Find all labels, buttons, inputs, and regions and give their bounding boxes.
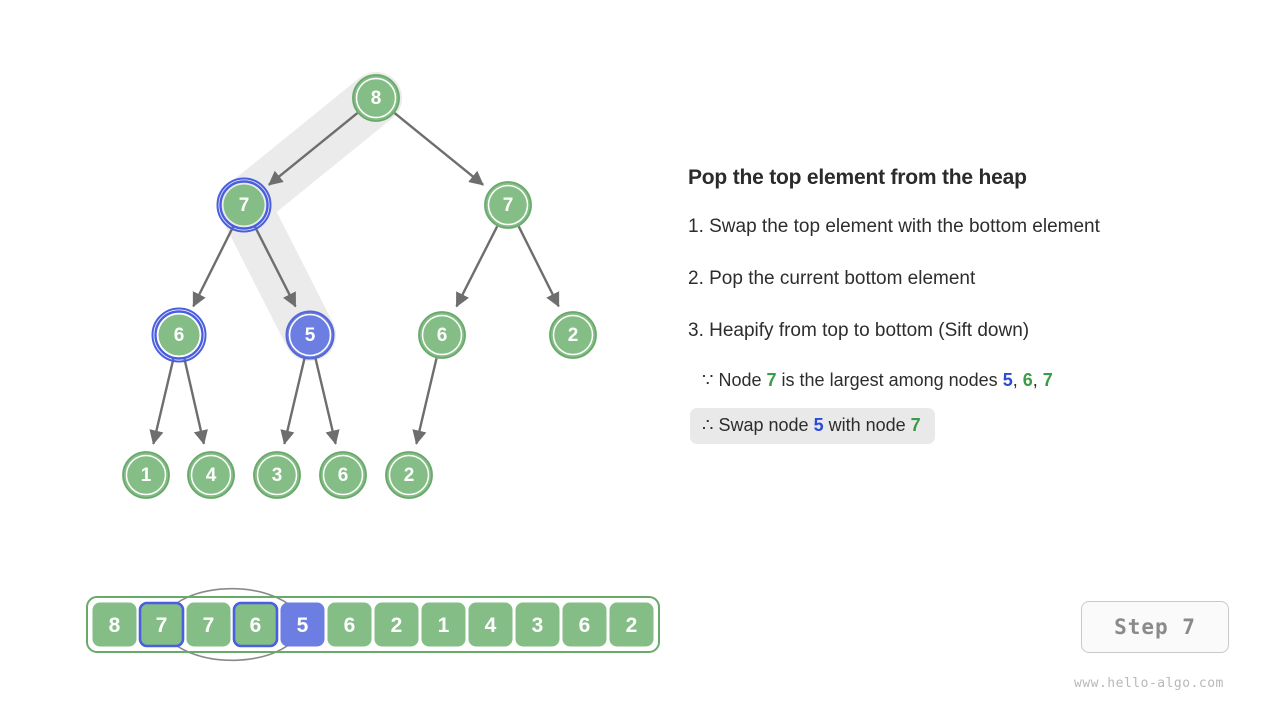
tree-edge (149, 358, 175, 445)
because-node-value: 7 (766, 370, 777, 390)
tree-edge (517, 225, 560, 308)
description-pane: Pop the top element from the heap 1. Swa… (688, 0, 1248, 720)
array-cell: 7 (138, 601, 185, 648)
array-cell: 5 (280, 602, 325, 647)
array-cell: 6 (562, 602, 607, 647)
tree-node: 2 (385, 451, 433, 499)
tree-node: 5 (285, 310, 335, 360)
page-title: Pop the top element from the heap (688, 166, 1027, 189)
tree-node: 6 (418, 311, 466, 359)
array-cell: 4 (468, 602, 513, 647)
tree-edge (183, 358, 208, 445)
tree-edge (253, 225, 297, 308)
tree-node: 7 (216, 177, 272, 233)
tree-edge (280, 358, 306, 445)
therefore-to-value: 7 (910, 415, 921, 435)
instruction-step-1: 1. Swap the top element with the bottom … (688, 216, 1100, 237)
tree-node: 8 (352, 74, 400, 122)
instruction-step-3: 3. Heapify from top to bottom (Sift down… (688, 320, 1030, 341)
tree-edge (268, 112, 359, 186)
tree-edge (393, 112, 484, 186)
tree-node: 7 (484, 181, 532, 229)
comma-1: , (1012, 370, 1018, 390)
array-cell: 1 (421, 602, 466, 647)
array-cell: 2 (609, 602, 654, 647)
reason-because: ∵ Node 7 is the largest among nodes 5, 6… (702, 370, 1053, 391)
tree-node: 6 (151, 307, 207, 363)
tree-node: 6 (319, 451, 367, 499)
therefore-middle: with node (828, 415, 906, 435)
array-cell: 2 (374, 602, 419, 647)
instruction-step-2: 2. Pop the current bottom element (688, 268, 976, 289)
tree-edges (149, 112, 560, 445)
tree-node: 1 (122, 451, 170, 499)
array-cell: 8 (92, 602, 137, 647)
tree-node: 3 (253, 451, 301, 499)
therefore-symbol: ∴ (702, 415, 714, 435)
array-frame (86, 596, 660, 653)
array-cell: 3 (515, 602, 560, 647)
tree-edge (314, 358, 340, 445)
array-cell: 6 (327, 602, 372, 647)
because-candidate-2: 7 (1042, 370, 1053, 390)
tree-edge (192, 225, 235, 308)
comma-2: , (1032, 370, 1038, 390)
array-cell: 6 (232, 601, 279, 648)
array-cell: 7 (186, 602, 231, 647)
because-candidate-1: 6 (1022, 370, 1033, 390)
step-badge: Step 7 (1081, 601, 1229, 653)
because-middle: is the largest among nodes (781, 370, 998, 390)
tree-node: 2 (549, 311, 597, 359)
tree-edge (412, 358, 438, 445)
therefore-from-value: 5 (813, 415, 824, 435)
tree-node: 4 (187, 451, 235, 499)
reason-therefore: ∴ Swap node 5 with node 7 (690, 408, 935, 444)
tree-edge (455, 225, 499, 308)
because-prefix: Node (718, 370, 762, 390)
therefore-prefix: Swap node (718, 415, 809, 435)
because-candidate-0: 5 (1002, 370, 1013, 390)
watermark: www.hello-algo.com (1074, 676, 1224, 691)
because-symbol: ∵ (702, 370, 714, 390)
